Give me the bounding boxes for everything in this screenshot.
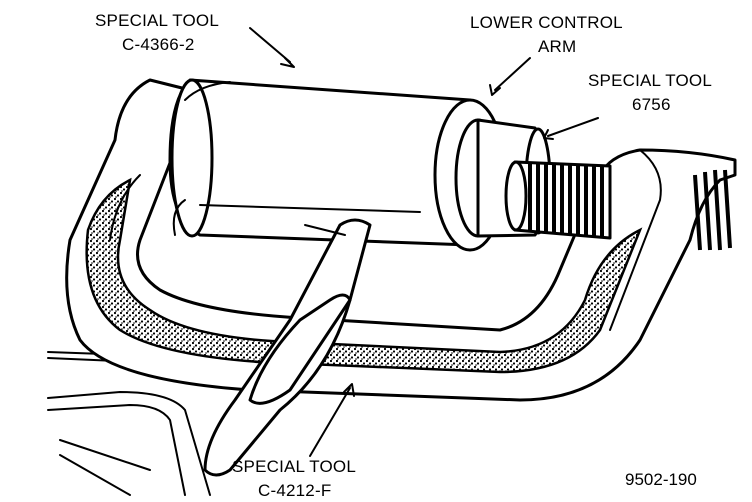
threaded-screw (504, 160, 732, 251)
label-text: SPECIAL TOOL (95, 11, 219, 30)
label-text: C-4212-F (258, 481, 331, 500)
label-text: SPECIAL TOOL (232, 457, 356, 476)
label-text: SPECIAL TOOL (588, 71, 712, 90)
label-text: ARM (538, 37, 576, 56)
figure-number: 9502-190 (625, 470, 697, 489)
label-special-tool-top: SPECIAL TOOL C-4366-2 (95, 11, 219, 54)
label-text: LOWER CONTROL (470, 13, 623, 32)
label-lower-control-arm: LOWER CONTROL ARM (470, 13, 623, 56)
c-frame-tool (65, 78, 737, 402)
label-text: 6756 (632, 95, 671, 114)
label-special-tool-bottom: SPECIAL TOOL C-4212-F (232, 457, 356, 500)
c-frame-handle (203, 218, 372, 477)
label-special-tool-right: SPECIAL TOOL 6756 (588, 71, 712, 114)
label-text: C-4366-2 (122, 35, 194, 54)
leader-lines (249, 27, 599, 457)
